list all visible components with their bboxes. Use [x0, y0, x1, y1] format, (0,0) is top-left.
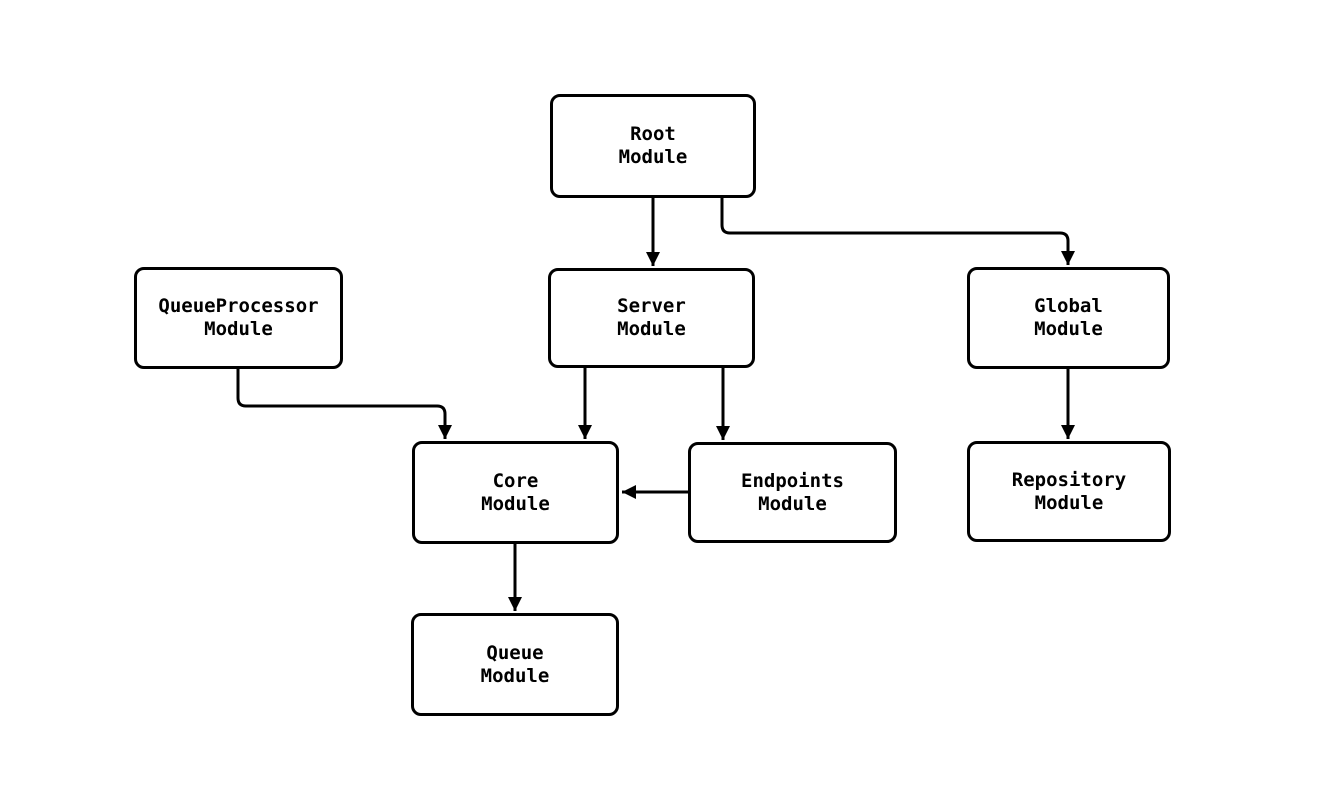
edge-root-to-global	[720, 198, 1075, 265]
node-server-module: Server Module	[548, 268, 755, 368]
node-label: Root Module	[618, 123, 688, 168]
node-repository-module: Repository Module	[967, 441, 1171, 542]
node-root-module: Root Module	[550, 94, 756, 198]
node-core-module: Core Module	[412, 441, 619, 544]
node-label: Queue Module	[480, 641, 550, 687]
edge-queueprocessor-to-core	[236, 369, 452, 439]
node-label: Core Module	[481, 469, 550, 515]
node-label: QueueProcessor Module	[158, 295, 319, 340]
node-global-module: Global Module	[967, 267, 1170, 369]
node-label: Global Module	[1034, 295, 1103, 340]
node-queueprocessor-module: QueueProcessor Module	[134, 267, 343, 369]
node-label: Repository Module	[1011, 468, 1127, 514]
node-queue-module: Queue Module	[411, 613, 619, 716]
node-endpoints-module: Endpoints Module	[688, 442, 897, 543]
node-label: Endpoints Module	[741, 469, 844, 515]
node-label: Server Module	[617, 295, 686, 340]
